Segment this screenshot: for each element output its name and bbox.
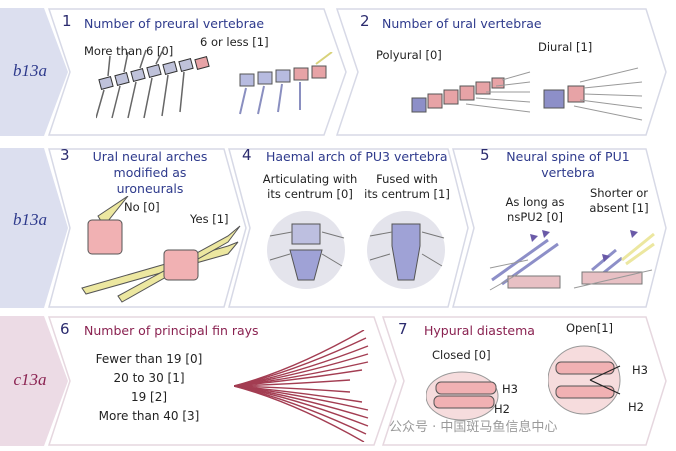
panel-title: Hypural diastema <box>424 323 535 338</box>
row-tag-label: b13a <box>13 210 47 229</box>
option-label: Shorter or absent [1] <box>580 186 658 216</box>
option-label: Polyural [0] <box>376 48 442 62</box>
option-label: Open[1] <box>566 321 614 335</box>
panel-2: 2 Number of ural vertebrae Polyural [0] … <box>336 8 668 136</box>
diural-illustration <box>543 67 643 121</box>
option-line: As long as <box>505 195 565 209</box>
panel-4: 4 Haemal arch of PU3 vertebra Articulati… <box>228 146 470 308</box>
panel-title: Number of principal fin rays <box>84 323 259 338</box>
hypural-label: H3 <box>632 363 648 377</box>
row-tag-label: b13a <box>13 61 47 80</box>
caudal-fin-illustration <box>234 330 369 442</box>
row-tag-3: c13a <box>0 316 70 446</box>
watermark: 公众号 · 中国斑马鱼信息中心 <box>389 420 558 435</box>
panel-number: 1 <box>62 12 72 30</box>
haemal-fused-illustration <box>367 211 445 289</box>
uroneural-illustration <box>81 196 241 303</box>
panel-title: Ural neural arches modified as uroneural… <box>80 149 220 197</box>
panel-6: 6 Number of principal fin rays Fewer tha… <box>48 316 398 446</box>
option-label: Diural [1] <box>538 40 593 54</box>
option-label: 6 or less [1] <box>200 35 269 49</box>
diastema-closed-illustration <box>426 371 499 421</box>
panel-1: 1 Number of preural vertebrae More than … <box>48 8 348 136</box>
vertebrae-illustration-few <box>239 52 333 115</box>
panel-title: Number of ural vertebrae <box>382 16 542 31</box>
option-label: Closed [0] <box>432 348 491 362</box>
panel-title-line: modified as uroneurals <box>113 165 187 196</box>
panel-number: 6 <box>60 320 70 338</box>
option-line: Articulating with <box>262 172 358 186</box>
vertebrae-illustration-many <box>96 48 210 119</box>
panel-5: 5 Neural spine of PU1 vertebra As long a… <box>452 146 668 308</box>
panel-number: 5 <box>480 146 490 164</box>
option-label: Articulating with its centrum [0] <box>258 172 362 202</box>
option-label: More than 6 [0] <box>84 44 174 58</box>
option-line: Fused with <box>376 172 438 186</box>
option-line: nsPU2 [0] <box>507 210 563 224</box>
option-label: More than 40 [3] <box>98 409 200 423</box>
option-label: As long as nsPU2 [0] <box>498 195 572 225</box>
options-list: Fewer than 19 [0] 20 to 30 [1] 19 [2] Mo… <box>84 350 214 426</box>
option-label: 20 to 30 [1] <box>113 371 185 385</box>
option-label: 19 [2] <box>130 390 168 404</box>
option-line: absent [1] <box>589 201 649 215</box>
panel-title: Number of preural vertebrae <box>84 16 265 31</box>
option-line: Shorter or <box>589 186 649 200</box>
panel-number: 3 <box>60 146 70 164</box>
hypural-label: H2 <box>494 402 510 416</box>
panel-3: 3 Ural neural arches modified as uroneur… <box>48 146 248 308</box>
panel-title: Neural spine of PU1 vertebra <box>498 149 638 181</box>
haemal-articulating-illustration <box>267 211 345 289</box>
neural-spine-long-illustration <box>489 230 561 291</box>
option-label: Fused with its centrum [1] <box>362 172 452 202</box>
polyural-illustration <box>411 71 531 113</box>
row-tag-label: c13a <box>13 370 47 389</box>
option-label: No [0] <box>124 200 160 214</box>
panel-title-line: Ural neural arches <box>92 149 208 164</box>
option-line: its centrum [0] <box>267 187 353 201</box>
option-label: Fewer than 19 [0] <box>95 352 203 366</box>
panel-title: Haemal arch of PU3 vertebra <box>266 149 448 164</box>
panel-title-line: Neural spine of PU1 <box>506 149 630 164</box>
panel-number: 2 <box>360 12 370 30</box>
option-label: Yes [1] <box>190 212 229 226</box>
row-tag-2: b13a <box>0 148 70 308</box>
option-line: its centrum [1] <box>364 187 450 201</box>
hypural-label: H3 <box>502 382 518 396</box>
diastema-open-illustration <box>548 345 621 415</box>
hypural-label: H2 <box>628 400 644 414</box>
panel-number: 4 <box>242 146 252 164</box>
panel-7: 7 Hypural diastema Closed [0] Open[1] H3… <box>382 316 668 446</box>
neural-spine-short-illustration <box>573 230 655 289</box>
row-tag-1: b13a <box>0 8 70 136</box>
panel-title-line: vertebra <box>541 165 595 180</box>
panel-number: 7 <box>398 320 408 338</box>
